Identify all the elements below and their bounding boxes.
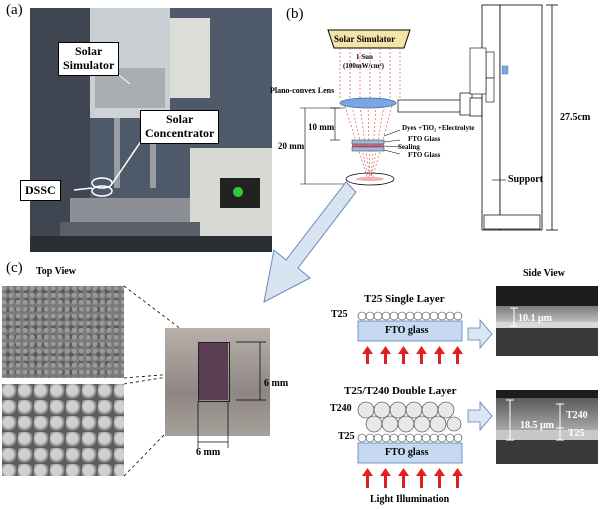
height-label: 27.5cm — [560, 112, 591, 123]
panel-c-label: (c) — [6, 260, 23, 276]
simulator-shape — [327, 29, 411, 49]
dim-height-label: 6 mm — [264, 378, 289, 389]
sun-label: 1 Sun — [356, 53, 373, 61]
sem-side-double — [496, 390, 598, 464]
double-t240-label: T240 — [330, 403, 352, 414]
panel-a-label: (a) — [6, 2, 23, 18]
double-layer-small-particles — [357, 433, 463, 443]
arrows-single — [362, 346, 463, 364]
illumination-label: Light Illumination — [370, 494, 450, 505]
support-label: Support — [508, 174, 544, 185]
arrows-double — [362, 468, 463, 488]
sem-side-single — [496, 286, 598, 356]
fto-single — [357, 320, 463, 342]
single-thickness-marker — [510, 307, 518, 327]
layer-label-4: FTO Glass — [408, 151, 441, 159]
layer-label-1: Dyes +TiO₂ +Electrolyte — [402, 124, 475, 132]
double-layer-title: T25/T240 Double Layer — [344, 385, 457, 397]
sample-outline — [198, 342, 230, 402]
sem-image-large-particles — [2, 384, 124, 476]
top-view-label: Top View — [36, 266, 76, 277]
setup-schematic — [300, 4, 558, 231]
double-fto-label: FTO glass — [385, 447, 429, 458]
panel-b-label: (b) — [286, 6, 304, 22]
double-layer-large-particles — [357, 401, 462, 433]
lens-label: Plano-convex Lens — [270, 86, 335, 95]
single-t25-label: T25 — [331, 309, 348, 320]
double-thickness-label: 18.5 μm — [520, 420, 554, 431]
single-fto-label: FTO glass — [385, 325, 429, 336]
callout-solar-simulator: Solar Simulator — [58, 42, 120, 76]
sample-active-area — [198, 342, 228, 400]
fto-double — [357, 442, 463, 464]
double-t25-label: T25 — [338, 431, 355, 442]
power-label: (100mW/cm²) — [343, 62, 384, 70]
sample-dimensions — [197, 341, 266, 448]
dim-width-label: 6 mm — [196, 447, 221, 458]
lens-shape — [339, 97, 397, 109]
sem-image-small-particles — [2, 286, 124, 378]
callout-dssc: DSSC — [20, 180, 61, 201]
double-thickness-marker — [506, 399, 564, 441]
dist-10-label: 10 mm — [308, 122, 335, 132]
side-view-label: Side View — [523, 268, 565, 279]
side-t25-label: T25 — [568, 428, 585, 439]
callout-solar-concentrator: Solar Concentrator — [140, 110, 220, 144]
single-thickness-label: 10.1 μm — [518, 313, 552, 324]
layer-label-2: FTO Glass — [408, 135, 441, 143]
single-layer-particles — [357, 311, 463, 321]
layer-label-3: Sealing — [398, 143, 420, 151]
dist-20-label: 20 mm — [278, 141, 305, 151]
simulator-label: Solar Simulator — [334, 34, 396, 44]
single-layer-title: T25 Single Layer — [364, 293, 445, 305]
side-t240-label: T240 — [566, 410, 588, 421]
